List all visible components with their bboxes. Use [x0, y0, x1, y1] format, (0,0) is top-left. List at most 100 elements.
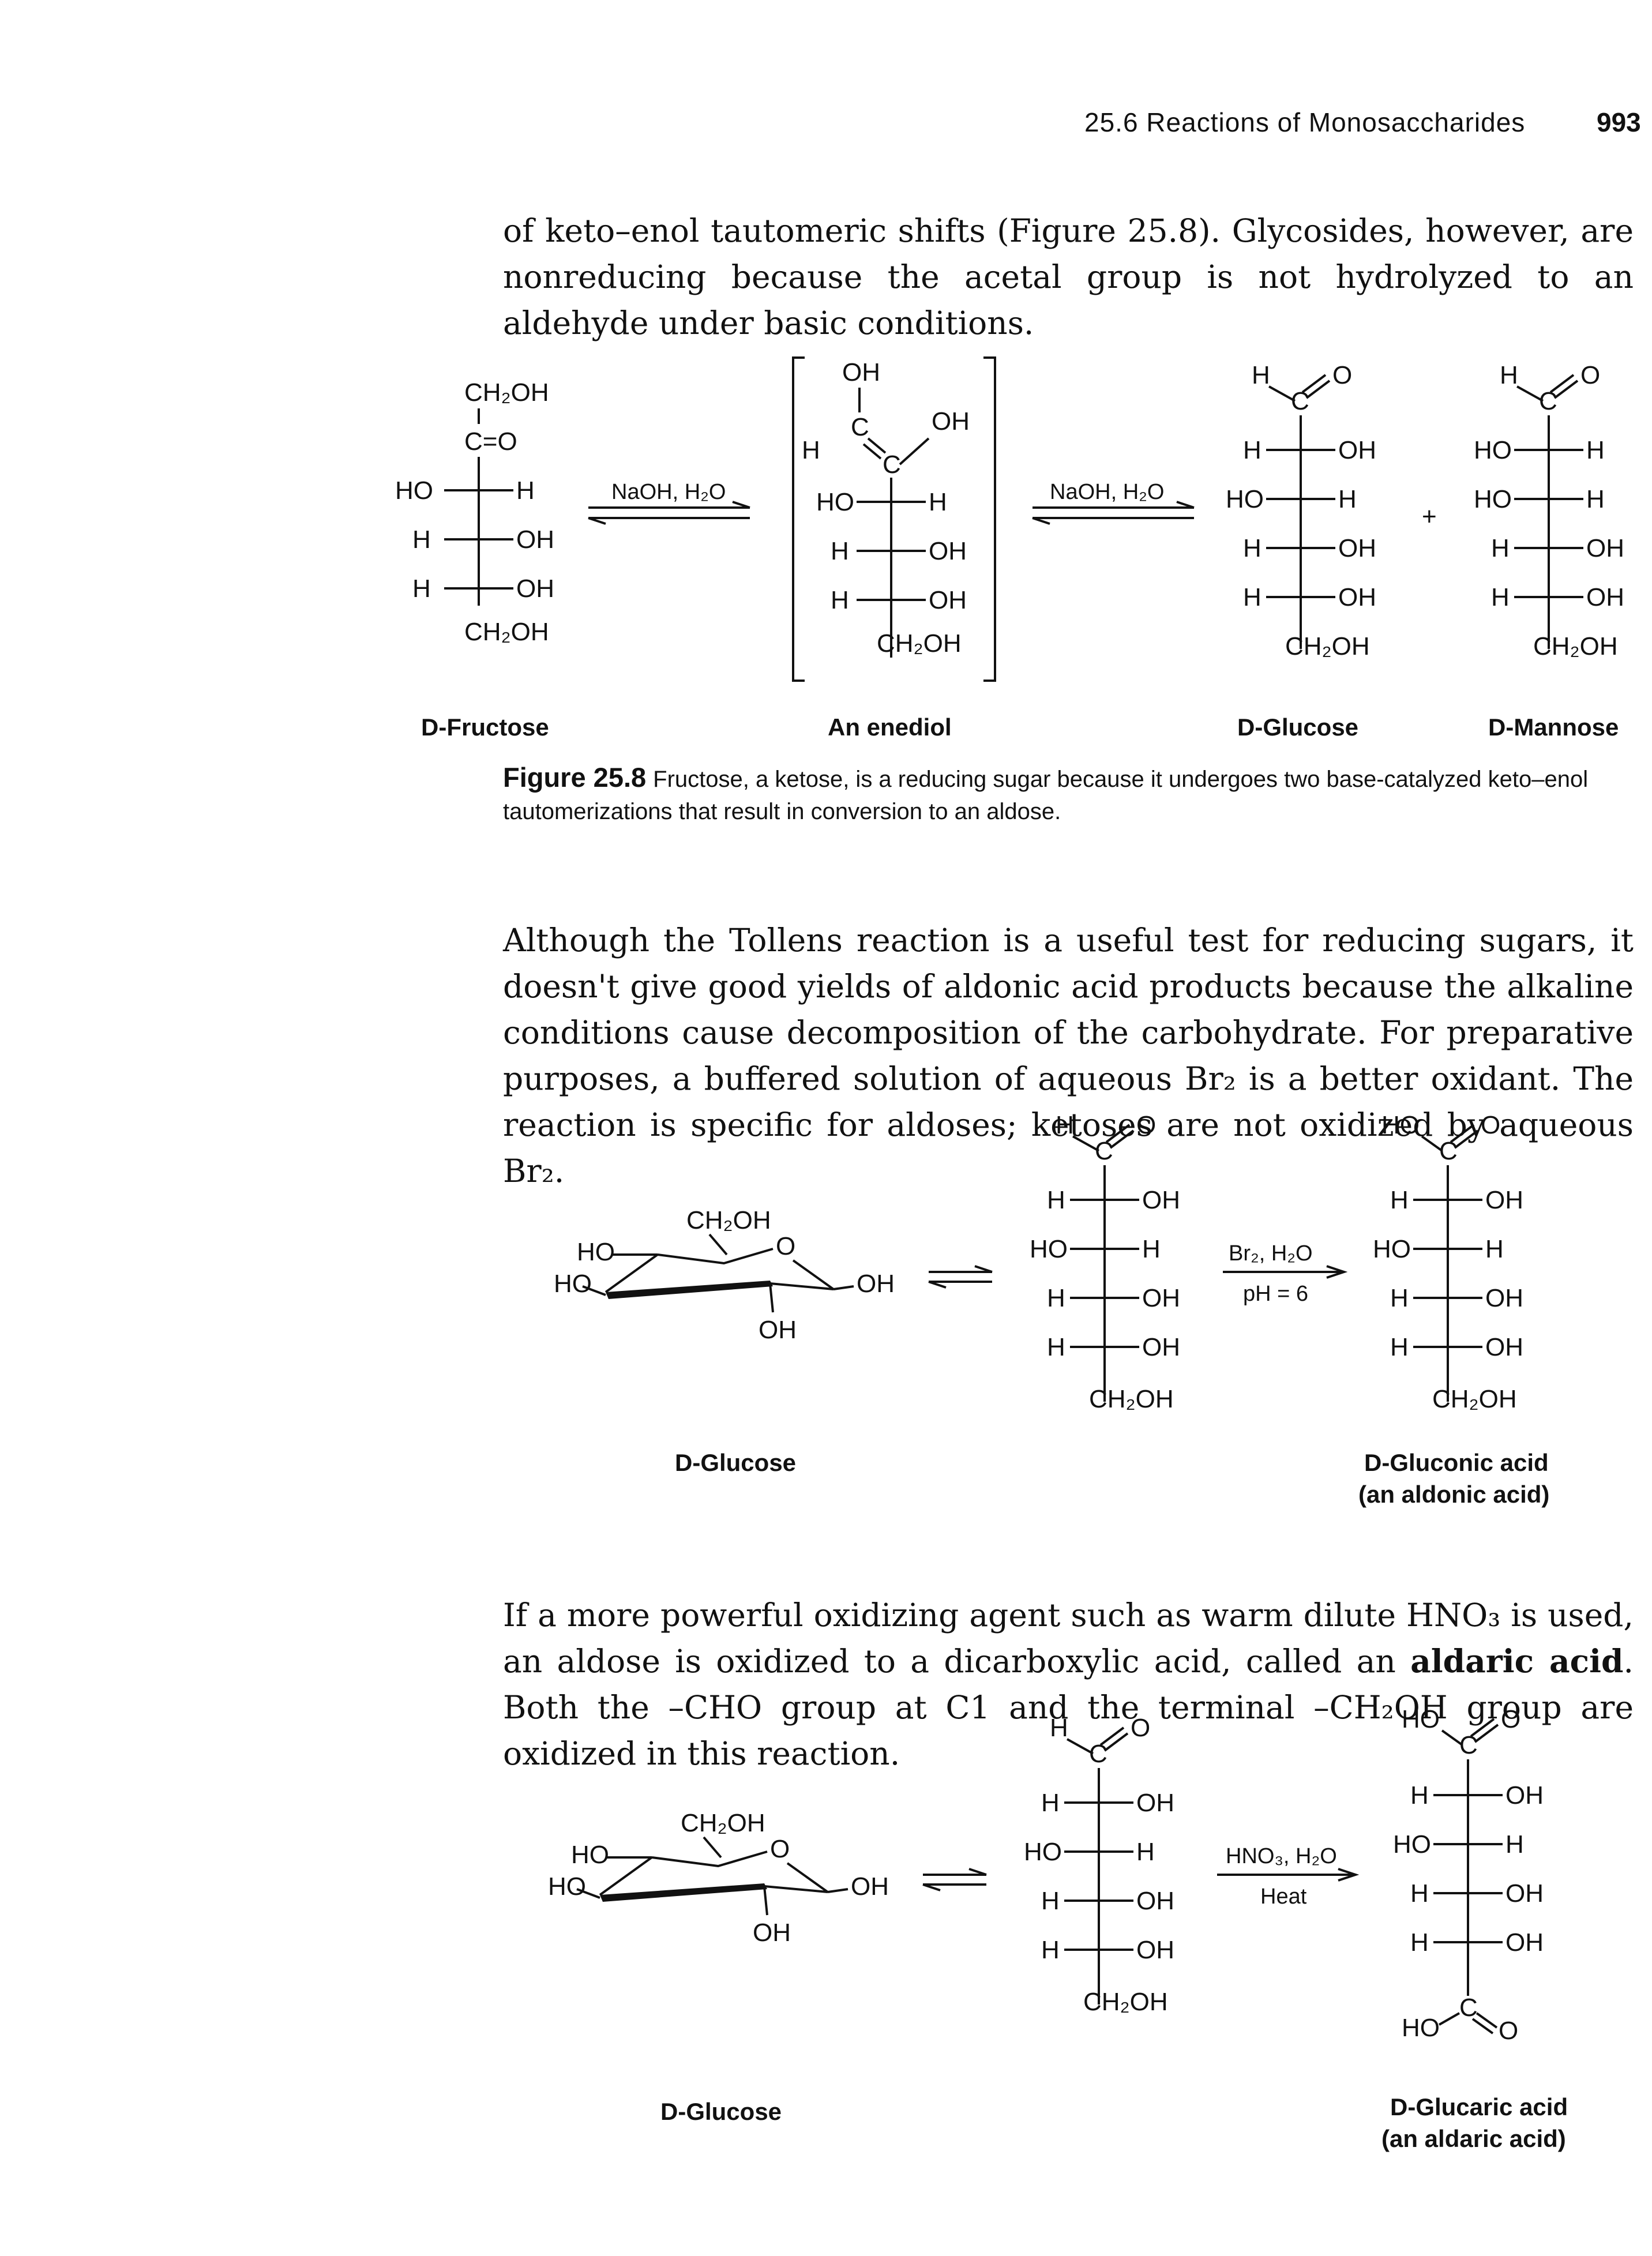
svg-text:H: H [1505, 1830, 1524, 1859]
svg-text:OH: OH [1136, 1789, 1174, 1817]
aldaric-acid-term: aldaric acid [1410, 1642, 1624, 1680]
equilibrium-arrow-2: NaOH, H₂O [1032, 480, 1195, 525]
svg-text:H: H [1041, 1936, 1060, 1964]
svg-text:H: H [802, 436, 820, 464]
bromine-oxidation-arrow: Br₂, H₂O pH = 6 [1223, 1241, 1348, 1306]
svg-text:H: H [412, 575, 431, 603]
glucose-structure: H C O H OH HO H H OH H OH CH₂OH [1226, 361, 1376, 660]
mannose-label: D-Mannose [1488, 714, 1619, 741]
svg-text:H: H [516, 476, 535, 505]
nitric-acid-oxidation-arrow: HNO₃, H₂O Heat [1217, 1844, 1360, 1909]
svg-text:H: H [1047, 1186, 1065, 1214]
enediol-label: An enediol [828, 714, 952, 741]
svg-text:pH = 6: pH = 6 [1243, 1282, 1308, 1306]
c1-group: CH₂OH [464, 378, 549, 407]
svg-text:NaOH, H₂O: NaOH, H₂O [611, 480, 726, 504]
svg-text:C: C [1439, 1137, 1458, 1165]
svg-text:CH₂OH: CH₂OH [1285, 632, 1370, 660]
svg-text:H: H [1586, 436, 1605, 464]
svg-text:H: H [1390, 1284, 1409, 1312]
svg-text:OH: OH [1586, 534, 1624, 562]
svg-text:H: H [412, 525, 431, 554]
svg-text:H: H [1500, 361, 1518, 389]
svg-text:C: C [1539, 387, 1557, 415]
gluconic-acid-label: D-Gluconic acid [1364, 1449, 1549, 1476]
glucose-chair-structure: CH₂OH O HO HO OH OH [554, 1206, 895, 1344]
equilibrium-arrow-1: NaOH, H₂O [588, 480, 750, 525]
svg-text:H: H [1410, 1928, 1429, 1957]
svg-text:C: C [1089, 1740, 1107, 1768]
svg-text:C: C [1459, 1994, 1478, 2022]
svg-text:H: H [1041, 1887, 1060, 1915]
gluconic-acid-diagram: CH₂OH O HO HO OH OH D-Glucose H C O H OH [554, 1111, 1549, 1508]
caption-text: Fructose, a ketose, is a reducing sugar … [503, 767, 1589, 824]
glucose-chair-structure-2: CH₂OH O HO HO OH OH [548, 1809, 889, 1947]
svg-text:OH: OH [842, 358, 880, 386]
svg-text:O: O [1136, 1111, 1156, 1139]
svg-text:H: H [1056, 1111, 1074, 1139]
svg-text:H: H [1491, 583, 1510, 611]
svg-text:O: O [770, 1835, 790, 1863]
svg-text:O: O [1332, 361, 1352, 389]
svg-text:OH: OH [516, 575, 554, 603]
glucaric-acid-diagram: CH₂OH O HO HO OH OH D-Glucose H C O H OH [548, 1705, 1568, 2152]
fructose-structure: CH₂OH C=O HO H H OH H OH CH₂OH [395, 378, 554, 646]
svg-text:HO: HO [1402, 2014, 1440, 2042]
gluconic-acid-sublabel: (an aldonic acid) [1358, 1481, 1549, 1508]
page-number: 993 [1597, 107, 1641, 137]
svg-text:H: H [1586, 485, 1605, 513]
svg-text:HO: HO [1474, 436, 1512, 464]
svg-text:HO: HO [1402, 1705, 1440, 1733]
svg-text:H: H [1050, 1714, 1068, 1742]
svg-text:H: H [1252, 361, 1270, 389]
svg-text:CH₂OH: CH₂OH [1432, 1385, 1517, 1413]
glucaric-acid-sublabel: (an aldaric acid) [1381, 2125, 1566, 2152]
svg-text:OH: OH [1338, 583, 1376, 611]
svg-text:H: H [1243, 583, 1261, 611]
svg-text:OH: OH [1505, 1928, 1544, 1957]
svg-text:OH: OH [516, 525, 554, 554]
svg-text:O: O [1499, 2017, 1518, 2045]
svg-text:C: C [883, 451, 901, 479]
svg-text:C: C [851, 413, 869, 441]
svg-text:OH: OH [1586, 583, 1624, 611]
svg-text:OH: OH [1338, 436, 1376, 464]
svg-text:CH₂OH: CH₂OH [464, 618, 549, 646]
svg-text:C: C [1459, 1731, 1478, 1759]
svg-text:H: H [1142, 1235, 1161, 1263]
svg-text:OH: OH [857, 1270, 895, 1298]
svg-text:OH: OH [929, 537, 967, 565]
paragraph-3: If a more powerful oxidizing agent such … [503, 1597, 1634, 1772]
carbonyl-group: C=O [464, 427, 517, 456]
svg-text:OH: OH [1505, 1781, 1544, 1810]
svg-text:CH₂OH: CH₂OH [1083, 1988, 1168, 2016]
svg-text:HO: HO [1226, 485, 1264, 513]
gluconic-acid-structure: HO C O H OH HO H H OH H OH CH₂OH [1373, 1111, 1523, 1413]
mannose-structure: H C O HO H HO H H OH H OH CH₂OH [1474, 361, 1624, 660]
svg-text:Br₂, H₂O: Br₂, H₂O [1229, 1241, 1313, 1266]
svg-text:O: O [1501, 1705, 1520, 1733]
svg-text:O: O [1131, 1714, 1150, 1742]
svg-text:OH: OH [1485, 1186, 1523, 1214]
svg-text:OH: OH [929, 586, 967, 614]
glucose-label: D-Glucose [1237, 714, 1358, 741]
svg-text:H: H [1041, 1789, 1060, 1817]
svg-text:OH: OH [1142, 1333, 1180, 1361]
svg-text:H: H [831, 537, 849, 565]
svg-text:CH₂OH: CH₂OH [1089, 1385, 1174, 1413]
plus-sign: + [1422, 502, 1437, 531]
paragraph-2: Although the Tollens reaction is a usefu… [503, 922, 1634, 1189]
svg-text:HO: HO [395, 476, 433, 505]
glucose-ring-label: D-Glucose [675, 1449, 796, 1476]
ring-open-equilibrium-arrow-2 [922, 1868, 987, 1891]
svg-text:OH: OH [851, 1872, 889, 1901]
svg-text:NaOH, H₂O: NaOH, H₂O [1050, 480, 1164, 504]
svg-text:H: H [929, 488, 947, 516]
svg-text:H: H [1243, 534, 1261, 562]
svg-text:HO: HO [548, 1872, 586, 1901]
svg-text:H: H [831, 586, 849, 614]
svg-text:O: O [1580, 361, 1600, 389]
svg-text:Heat: Heat [1260, 1885, 1307, 1909]
svg-text:OH: OH [759, 1316, 797, 1344]
